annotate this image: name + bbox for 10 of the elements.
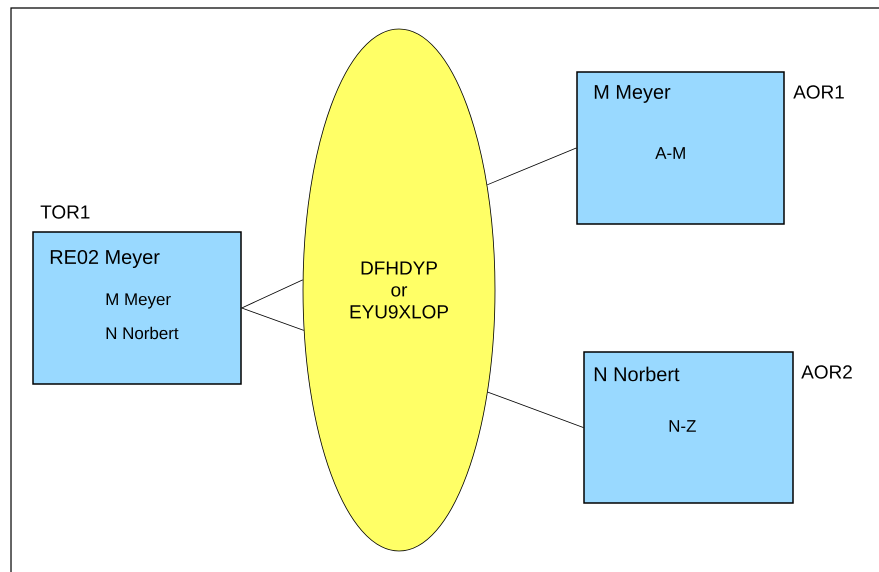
region-label: AOR2	[801, 365, 852, 379]
connector-line	[241, 279, 304, 308]
server-box: RE02 Meyer M Meyer N Norbert	[32, 231, 242, 385]
server-box: M Meyer A-M	[576, 71, 785, 225]
connector-line	[487, 392, 584, 428]
region-label: TOR1	[40, 205, 90, 219]
server-box: N Norbert N-Z	[583, 351, 794, 504]
connector-line	[241, 308, 304, 331]
connector-line	[486, 148, 577, 186]
region-label: AOR1	[793, 85, 844, 99]
